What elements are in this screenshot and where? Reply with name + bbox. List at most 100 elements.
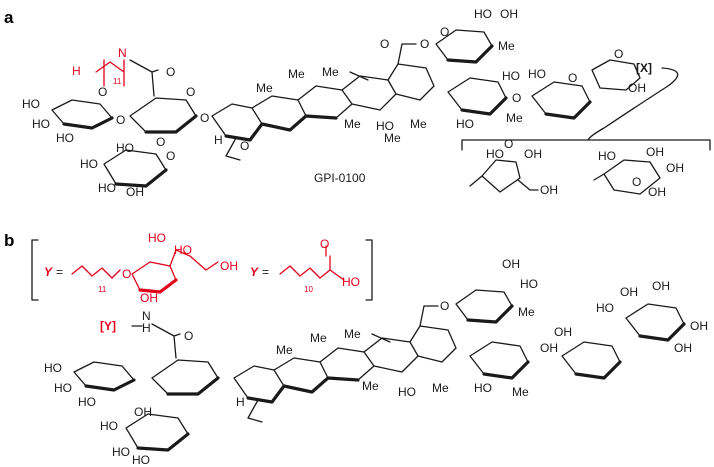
a-oh-14: OH [628,81,646,95]
a-me-2: Me [288,67,305,81]
ester-o-2: O [420,37,429,51]
a-oh-21: OH [648,185,666,199]
b-ho-1: HO [44,361,62,375]
galactose-ring-a: HO HO HO OH O [80,141,175,199]
galactose-ring-b: OH HO HO HO [100,405,190,467]
b-ho-3: HO [78,395,96,409]
y-def-2-oh: HO [342,275,360,289]
a-ho-15: HO [486,147,504,161]
a-ho-5: HO [80,157,98,171]
y-n-label: N [142,309,151,323]
b-me-4: Me [362,379,379,393]
a-link-o-4: O [512,91,521,105]
a-ring-o-1: O [98,85,107,99]
b-ho-8: HO [398,385,416,399]
y-def-2-o: O [320,237,329,251]
b-oh-4: OH [134,405,152,419]
rhamnose-ring-b: HO Me OH [469,341,558,399]
a-ho-3: HO [56,131,74,145]
a-oh-17: OH [540,183,558,197]
y-def-2-label: Y [250,265,259,279]
a-me-7: Me [498,39,515,53]
b-ho-2: HO [54,381,72,395]
acyl-n-label: N [118,46,127,60]
b-me-2: Me [310,331,327,345]
a-oh-11: HO [502,69,520,83]
b-ho-9: OH [502,257,520,271]
b-me-3: Me [344,327,361,341]
y-def-1-oh-4: OH [140,291,158,305]
a-me-6: Me [384,131,401,145]
b-oh-15: OH [620,285,638,299]
b-ho-14: HO [596,301,614,315]
y-definitions: Y = 11 HO HO OH OH O Y = 10 O HO [31,231,373,305]
y-def-1-ho-2: HO [174,243,192,257]
xylose-ring-b: HO HO HO [44,361,136,409]
b-ho-6: HO [112,445,130,459]
b-oh-16: OH [652,279,670,293]
acyl-chain-red: H N 11 [72,46,127,87]
fucose-ring-a: HO OH Me O [435,7,518,64]
quillaic-acid-core-a: H O Me Me Me Me HO Me Me O O [211,37,435,161]
fucose-ring-b: OH HO Me [455,257,538,324]
glucuronide-ring-b [151,359,220,396]
b-ho-5: HO [100,419,118,433]
acyl-subscript: 11 [113,77,122,86]
y-def-2-sub: 10 [304,285,313,294]
aldehyde-h: H [214,133,223,147]
x-group-label: [X] [636,61,652,75]
b-oh-18: OH [674,341,692,355]
xylose-ring-a2: HO O [528,67,592,120]
a-ho-6: HO [98,181,116,195]
y-def-1-oh-3: OH [220,259,238,273]
y-def-1-eq: = [56,265,63,279]
a-oh-20: OH [666,161,684,175]
a-ring-o-3: O [166,149,175,163]
b-me-7: Me [512,385,529,399]
b-oh-13: OH [554,325,572,339]
b-oh-12: OH [540,341,558,355]
b-ester-o: O [440,299,449,313]
a-ring-o-5: O [568,71,577,85]
xylose-ring-b2: OH [554,325,622,380]
y-h-label: H [142,321,151,335]
a-me-4: Me [344,117,361,131]
terminal-ring-a: O [X] OH [587,47,679,141]
panel-a-letter: a [4,8,14,27]
y-def-2-eq: = [262,265,269,279]
a-me-3: Me [322,65,339,79]
xylose-ring-a: HO HO HO O O [22,85,125,145]
a-ho-8: HO [376,119,394,133]
panel-b-letter: b [4,231,14,250]
rhamnose-ring-a: HO HO Me O [447,69,523,131]
b-ho-7: HO [132,453,150,467]
a-ring-o-4: O [440,25,449,39]
a-oh-19: OH [646,145,664,159]
a-link-o-1: O [116,113,125,127]
quillaic-acid-core-b: H Me Me Me Me HO Me O [233,299,457,423]
a-me-8: Me [506,111,523,125]
b-me-6: Me [518,305,535,319]
x-options-bracket: HO O OH OH HO O OH OH OH [461,137,711,199]
a-ring-o-6: O [614,47,623,61]
a-ring-o-2: O [186,85,195,99]
b-ho-11: HO [474,381,492,395]
a-ho-13: HO [528,67,546,81]
amide-o: O [166,65,175,79]
y-def-1-o: O [122,267,131,281]
a-ho-1: HO [22,97,40,111]
a-ring-o-7: O [504,137,513,151]
a-ho-18: HO [598,149,616,163]
a-oh-7: OH [126,185,144,199]
a-oh-10: OH [500,7,518,21]
glucuronide-ring-a: O O O [129,85,209,149]
panel-a: a H N 11 O HO HO HO O O O O O [4,7,711,199]
b-me-1: Me [276,343,293,357]
a-me-1: Me [256,81,273,95]
amide-bond [129,59,159,97]
a-link-o-3: O [156,135,165,149]
y-def-1-label: Y [44,265,53,279]
a-me-5: Me [410,117,427,131]
aldehyde-o: O [240,139,249,153]
